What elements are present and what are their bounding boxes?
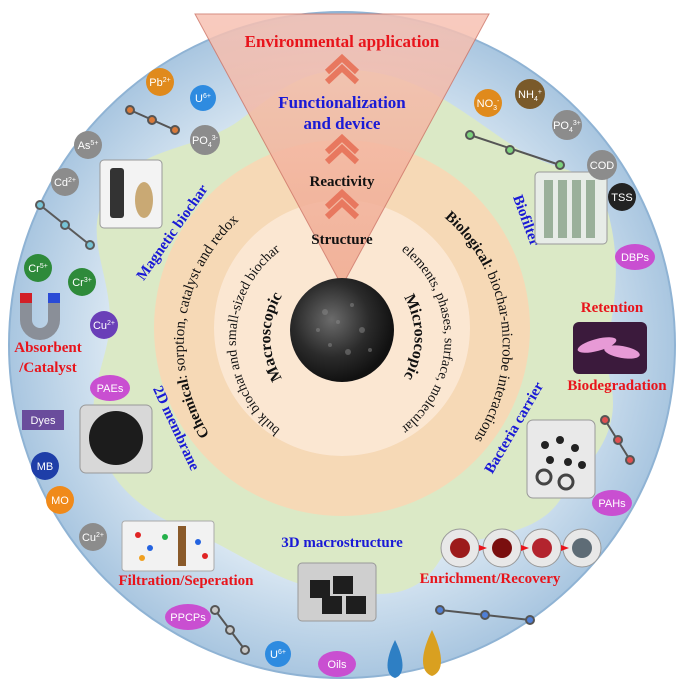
cr3-bubble: Cr3+ (68, 268, 96, 296)
molecule-icon-3 (465, 130, 565, 170)
svg-text:TSS: TSS (611, 192, 632, 204)
filtration-image (121, 520, 215, 572)
u-bubble-top: U6+ (190, 85, 216, 111)
oil-drop-icon (423, 630, 441, 676)
cu-bubble-left: Cu2+ (90, 311, 118, 339)
ppcps-bubble: PPCPs (165, 604, 211, 630)
3d-macrostructure-label: 3D macrostructure (281, 535, 403, 551)
po4-bubble-left: PO43- (190, 125, 220, 155)
biodegradation-label: Biodegradation (567, 378, 667, 394)
reactivity-label: Reactivity (310, 174, 375, 190)
pb-bubble: Pb2+ (146, 68, 174, 96)
dbps-bubble: DBPs (615, 244, 655, 270)
u-bubble-bottom: U6+ (265, 641, 291, 667)
water-drop-icon (387, 640, 403, 678)
svg-text:NO3-: NO3- (477, 98, 500, 112)
svg-text:DBPs: DBPs (621, 252, 650, 264)
chevron-up-icon-3 (324, 188, 360, 220)
enrichment-label: Enrichment/Recovery (420, 571, 561, 587)
enrichment-sequence-image (440, 528, 602, 568)
po4-bubble-right: PO43+ (552, 110, 582, 140)
vial-icon (110, 168, 124, 218)
molecule-icon-5 (435, 605, 535, 625)
biofilter-columns-icon (544, 180, 595, 238)
chevron-up-icon-1 (324, 53, 360, 85)
cod-bubble: COD (587, 150, 617, 180)
cu-bubble-bottom: Cu2+ (79, 523, 107, 551)
svg-text:COD: COD (590, 160, 615, 172)
svg-text:Oils: Oils (328, 659, 347, 671)
mb-bubble: MB (31, 452, 59, 480)
bacteria-icon (577, 337, 640, 359)
vial-icon-2 (135, 182, 153, 218)
molecule-icon (125, 105, 180, 135)
svg-text:PPCPs: PPCPs (170, 612, 206, 624)
structure-label: Structure (311, 232, 373, 248)
oils-bubble: Oils (318, 651, 356, 677)
cd-bubble: Cd2+ (51, 168, 79, 196)
svg-text:MO: MO (51, 495, 69, 507)
molecule-icon-6 (210, 605, 250, 655)
pahs-bubble: PAHs (592, 490, 632, 516)
carbon-cubes-icon (310, 576, 366, 614)
svg-text:Dyes: Dyes (30, 415, 56, 427)
filtration-label: Filtration/Seperation (119, 573, 255, 589)
svg-text:MB: MB (37, 461, 54, 473)
tss-bubble: TSS (608, 183, 636, 211)
absorbent-label-line2: /Catalyst (18, 360, 77, 376)
paes-bubble: PAEs (90, 375, 130, 401)
chevron-up-icon-2 (324, 133, 360, 165)
as-bubble: As5+ (74, 131, 102, 159)
magnetic-biochar-image (99, 159, 163, 229)
bacteria-carrier-image (526, 419, 596, 499)
no3-bubble: NO3- (474, 89, 502, 117)
mo-bubble: MO (46, 486, 74, 514)
biochar-sphere-image (290, 278, 394, 382)
biochar-texture (316, 303, 372, 355)
membrane-disc-icon (89, 411, 143, 465)
retention-label: Retention (581, 300, 644, 316)
functionalization-title-line1: Functionalization (278, 93, 406, 112)
cr5-bubble: Cr5+ (24, 254, 52, 282)
magnet-icon (20, 293, 60, 340)
carrier-beads-icon (535, 436, 586, 491)
molecule-icon-4 (600, 415, 635, 465)
functionalization-title-line2: and device (304, 114, 381, 133)
environmental-application-title: Environmental application (245, 32, 440, 51)
svg-text:PAHs: PAHs (598, 498, 626, 510)
absorbent-label-line1: Absorbent (14, 340, 82, 356)
nh4-bubble: NH4+ (515, 79, 545, 109)
molecule-icon-2 (35, 200, 95, 250)
svg-text:PAEs: PAEs (97, 383, 124, 395)
dyes-box: Dyes (22, 410, 64, 430)
filtration-particles-icon (135, 526, 208, 566)
